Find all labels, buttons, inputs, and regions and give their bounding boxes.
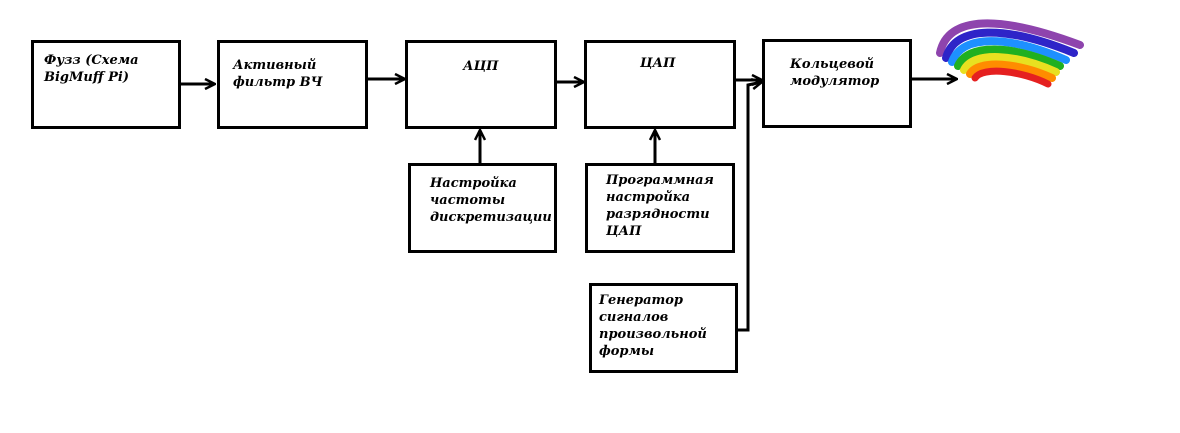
highpass-filter-label: Активный фильтр ВЧ — [233, 58, 323, 90]
ring-modulator-label: Кольцевой модулятор — [790, 57, 880, 89]
rainbow-icon — [936, 19, 1084, 88]
fuzz-block — [31, 40, 181, 129]
signal-generator-label: Генератор сигналов произвольной формы — [599, 293, 707, 359]
arrow-generator-to-modulator — [736, 82, 762, 332]
fuzz-label: Фузз (Схема BigMuff Pi) — [44, 53, 139, 85]
sample-rate-block — [408, 163, 557, 253]
bit-depth-block — [585, 163, 735, 253]
adc-block — [405, 40, 557, 129]
dac-block — [584, 40, 736, 129]
sample-rate-label: Настройка частоты дискретизации — [430, 176, 552, 225]
highpass-filter-block — [217, 40, 368, 129]
ring-modulator-block — [762, 39, 912, 128]
adc-label: АЦП — [463, 59, 499, 74]
bit-depth-label: Программная настройка разрядности ЦАП — [606, 173, 714, 239]
dac-label: ЦАП — [640, 56, 676, 71]
signal-generator-block — [589, 283, 738, 373]
